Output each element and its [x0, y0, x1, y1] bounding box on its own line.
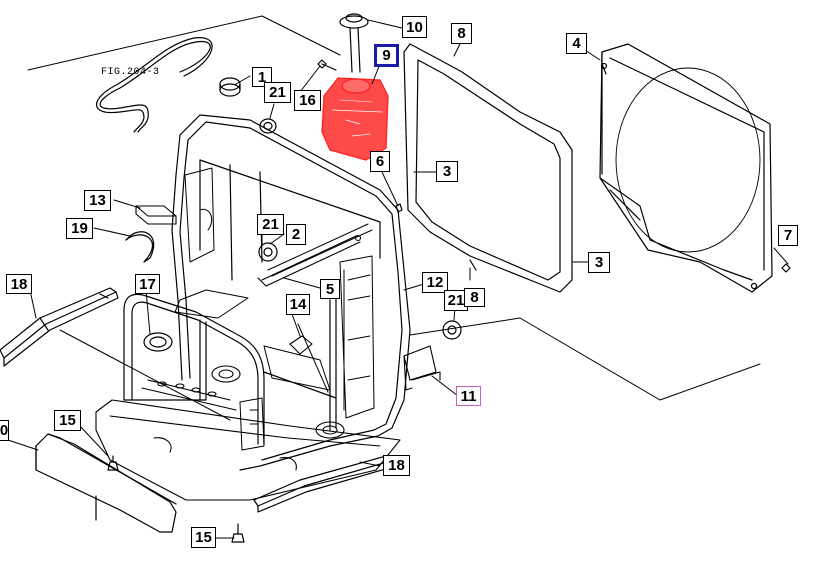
- overflow-hose: [95, 37, 213, 133]
- lower-tube-frame: [123, 293, 337, 445]
- callout-4[interactable]: 4: [566, 33, 587, 54]
- callout-14[interactable]: 14: [286, 294, 310, 315]
- callout-3-upper[interactable]: 3: [436, 161, 458, 182]
- grommet-17: [143, 332, 173, 352]
- callout-11[interactable]: 11: [456, 386, 481, 406]
- fan-shroud-4: [599, 43, 773, 293]
- callout-13[interactable]: 13: [84, 190, 111, 211]
- cushion-14: [289, 335, 313, 355]
- plate-13: [135, 205, 177, 225]
- callout-5[interactable]: 5: [320, 279, 340, 299]
- clip-19: [125, 231, 155, 263]
- callout-leader-lines: [7, 19, 789, 539]
- callout-18-bottom[interactable]: 18: [383, 455, 410, 476]
- tank-cap-10: [339, 13, 369, 73]
- grommet-1: [219, 77, 241, 97]
- shroud-seal-frame: [403, 43, 573, 293]
- callout-15-upper[interactable]: 15: [54, 410, 81, 431]
- callout-2[interactable]: 2: [286, 224, 306, 245]
- radiator-guard-frame: [171, 114, 411, 471]
- reserve-tank-highlighted: [321, 77, 389, 161]
- callout-16[interactable]: 16: [294, 90, 321, 111]
- bolt-15-upper: [107, 455, 119, 471]
- callout-15-lower[interactable]: 15: [191, 527, 216, 548]
- bottom-base-plate: [95, 365, 401, 501]
- callout-3-lower[interactable]: 3: [588, 252, 610, 273]
- callout-8-top[interactable]: 8: [451, 23, 472, 44]
- seal-strip-18-left: [0, 287, 119, 367]
- callout-10[interactable]: 10: [402, 16, 427, 38]
- grommet-21-middle: [258, 242, 278, 262]
- callout-21-right[interactable]: 21: [444, 290, 468, 311]
- callout-8-lower[interactable]: 8: [464, 288, 485, 307]
- grommet-21-right: [442, 320, 462, 340]
- long-bolt-2: [257, 234, 362, 287]
- bottom-guard-20: [35, 433, 177, 533]
- callout-6[interactable]: 6: [370, 151, 390, 172]
- screw-16: [317, 59, 337, 71]
- seal-strip-18-bottom: [253, 455, 397, 513]
- callout-12[interactable]: 12: [422, 272, 448, 293]
- callout-19[interactable]: 19: [66, 218, 93, 239]
- callout-17[interactable]: 17: [135, 274, 160, 294]
- callout-7[interactable]: 7: [778, 225, 798, 246]
- callout-21-middle[interactable]: 21: [257, 214, 284, 235]
- figure-reference-label: FIG.204-3: [101, 67, 160, 78]
- bolt-15-lower: [231, 523, 245, 543]
- center-bracket-assembly: [174, 167, 375, 451]
- callout-21-top[interactable]: 21: [264, 82, 291, 103]
- callout-18-left[interactable]: 18: [6, 274, 32, 294]
- plate-11: [403, 345, 441, 391]
- screw-7: [781, 263, 791, 273]
- callout-20-partial[interactable]: 0: [0, 420, 9, 441]
- callout-9-selected[interactable]: 9: [374, 44, 399, 67]
- bolt-6: [395, 203, 403, 213]
- assembly-boundary-lines: [27, 15, 761, 421]
